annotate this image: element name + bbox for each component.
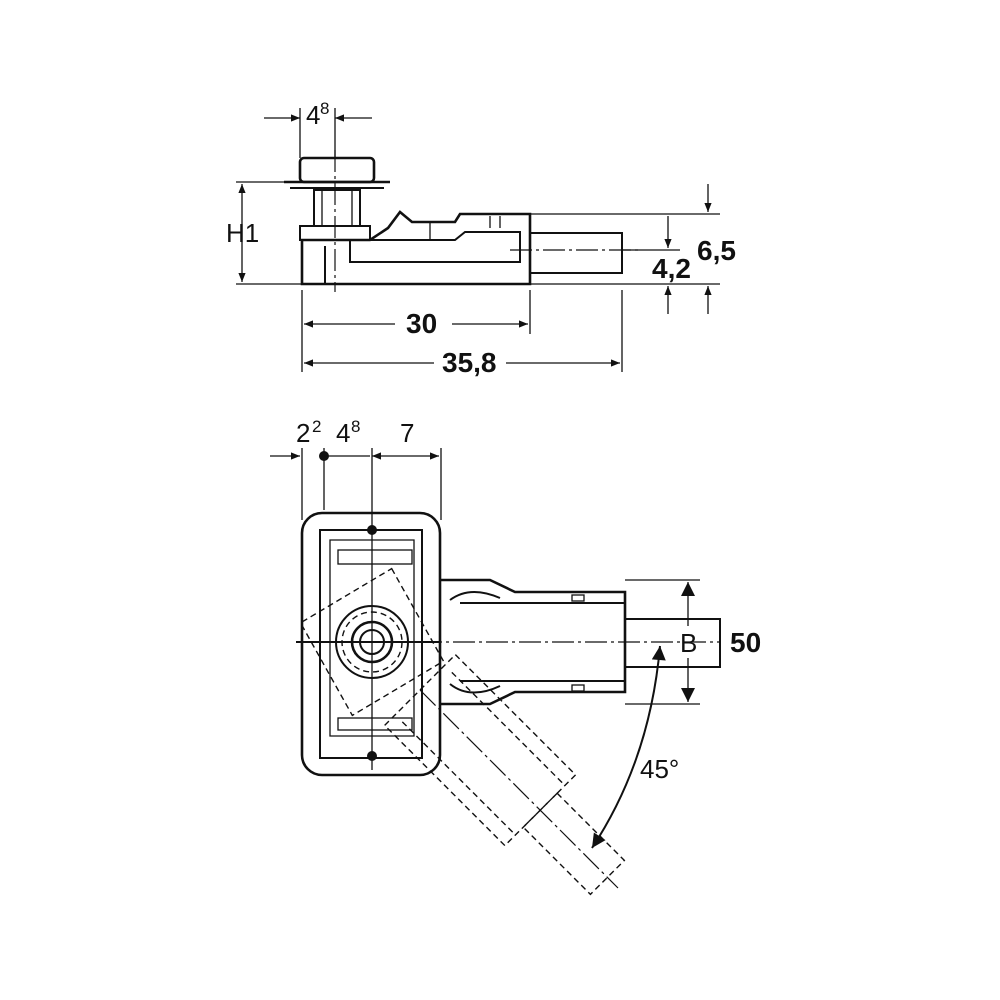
dim-height-label: H1: [226, 218, 259, 248]
outlet-straight: [420, 578, 721, 706]
dim-total-height-label: 6,5: [697, 235, 736, 266]
housing-outline: [300, 511, 442, 777]
dim-angle-label: 45°: [640, 754, 679, 784]
dim-a-label: 2: [296, 418, 310, 448]
dim-c-label: 7: [400, 418, 414, 448]
top-view: 2 2 4 8 7 B 50 45°: [270, 417, 761, 896]
dim-width-letter: B: [680, 628, 697, 658]
dim-b-label: 4: [336, 418, 350, 448]
dim-length-inner-label: 30: [406, 308, 437, 339]
side-view: 4 8 H1 4,2 6,5 30 35,8: [226, 99, 736, 378]
outlet-head: [284, 150, 390, 292]
dim-pipe-offset-label: 4,2: [652, 253, 691, 284]
trap-body: [300, 210, 532, 286]
dim-length-total-label: 35,8: [442, 347, 497, 378]
angle-arc: [591, 645, 666, 849]
dim-a-superscript: 2: [312, 417, 321, 436]
dim-width-value: 50: [730, 627, 761, 658]
dim-top-label: 4: [306, 100, 320, 130]
dim-b-superscript: 8: [351, 417, 360, 436]
outlet-pipe: [510, 232, 640, 274]
dim-top-superscript: 8: [320, 99, 329, 118]
outlet-angled: [383, 653, 626, 896]
